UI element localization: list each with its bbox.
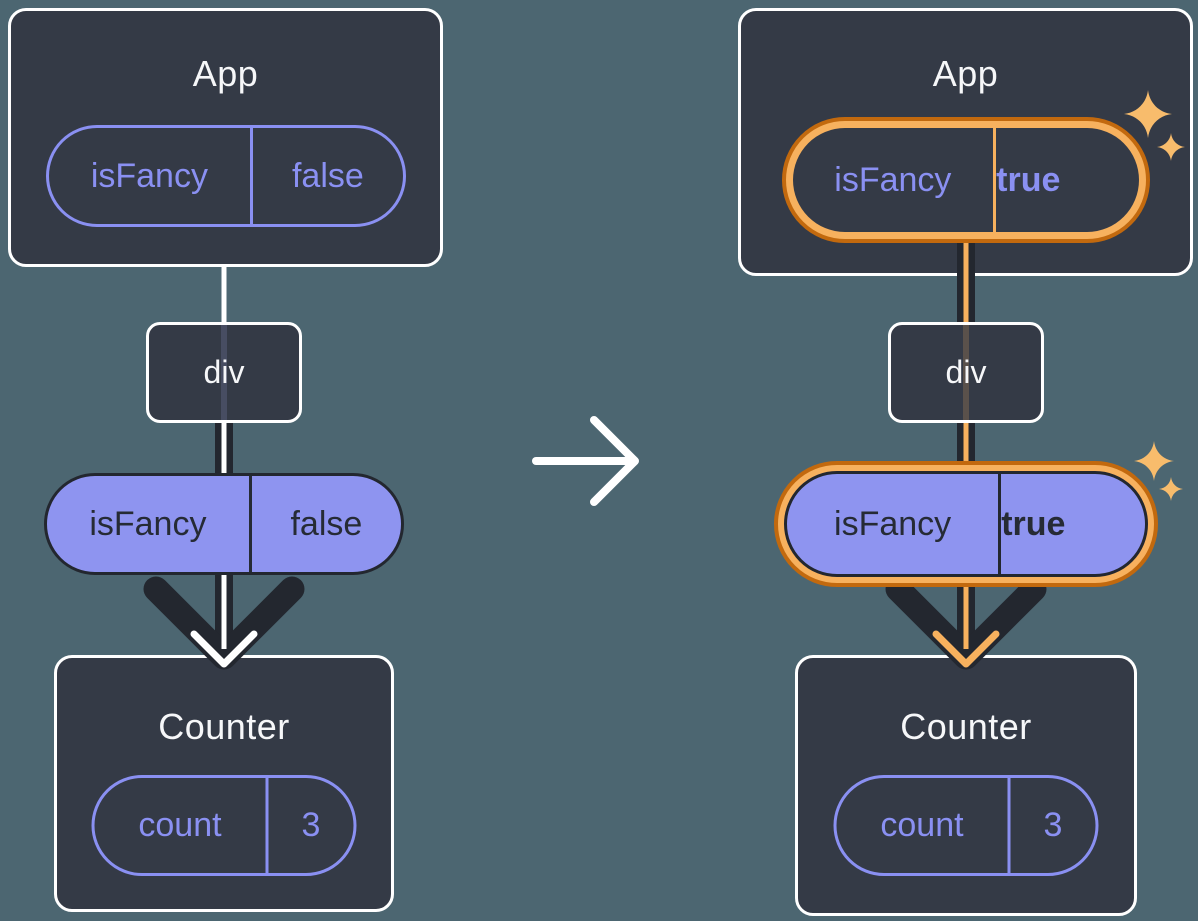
flow-line-through-div [963,325,969,420]
sparkle-icon [1124,90,1172,138]
flow-line-through-div [221,325,227,420]
state-value: true [993,128,1060,232]
sparkle-icon [1134,441,1174,481]
sparkle-icon [1157,133,1185,161]
prop-name: isFancy [89,504,207,543]
prop-pill: isFancy false [44,473,404,575]
div-node: div [888,322,1044,423]
prop-value: false [248,476,401,572]
app-state-pill-highlighted: isFancy true [781,117,1150,243]
div-node: div [146,322,302,423]
div-label: div [945,354,987,390]
state-name: count [138,806,222,844]
white-arrowhead-left-icon [190,630,258,668]
app-title: App [932,53,999,94]
prop-value: true [998,474,1065,574]
counter-state-pill: count 3 [91,775,357,876]
state-value: 3 [1007,778,1095,873]
counter-title: Counter [900,706,1032,747]
chevron-arrowhead-right-icon [885,576,1047,670]
state-value: false [250,128,402,224]
div-label: div [203,354,245,390]
counter-card: Counter count 3 [795,655,1137,916]
prop-pill-highlighted: isFancy true [774,461,1158,587]
state-name: count [880,806,964,844]
counter-title: Counter [158,706,290,747]
transition-arrow-icon [532,416,639,506]
sparkle-icon [1159,477,1183,501]
state-value: 3 [265,778,353,873]
prop-name: isFancy [834,504,952,543]
state-name: isFancy [90,156,208,195]
counter-state-pill: count 3 [833,775,1099,876]
orange-arrowhead-right-icon [932,630,1000,668]
app-card: App isFancy false [8,8,443,267]
chevron-arrowhead-left-icon [143,576,305,670]
app-title: App [192,53,259,94]
state-name: isFancy [834,160,952,199]
counter-card: Counter count 3 [54,655,394,912]
app-card: App isFancy true [738,8,1193,276]
app-state-pill: isFancy false [45,125,406,227]
